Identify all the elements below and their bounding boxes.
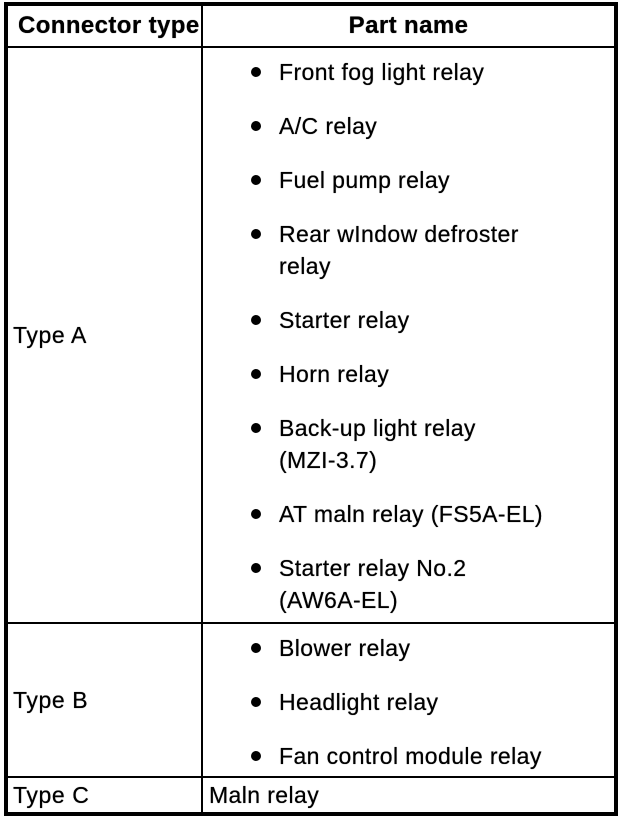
- part-name-text: Maln relay: [209, 782, 320, 808]
- bullet-icon: [251, 121, 261, 131]
- column-header-connector-type: Connector type: [5, 3, 203, 48]
- connector-parts-table: Connector type Part name Type A Front fog…: [4, 2, 618, 816]
- part-name-text: Fan control module relay: [279, 743, 542, 769]
- connector-type-cell: Type A: [5, 46, 203, 624]
- list-item: Maln relay: [203, 779, 614, 811]
- part-name-text: Blower relay: [279, 635, 411, 661]
- list-item: Starter relay: [203, 304, 610, 336]
- bullet-icon: [251, 67, 261, 77]
- table-header-row: Connector type Part name: [5, 3, 617, 48]
- bullet-icon: [251, 643, 261, 653]
- part-name-text: Back-up light relay (MZI-3.7): [279, 415, 476, 473]
- list-item: Front fog light relay: [203, 56, 610, 88]
- list-item: Horn relay: [203, 358, 610, 390]
- bullet-icon: [251, 751, 261, 761]
- list-item: Fan control module relay: [203, 740, 610, 772]
- table-row: Type C Maln relay: [5, 776, 617, 815]
- bullet-icon: [251, 423, 261, 433]
- part-name-text: Rear wIndow defroster relay: [279, 221, 519, 279]
- list-item: AT maln relay (FS5A-EL): [203, 498, 610, 530]
- list-item: Headlight relay: [203, 686, 610, 718]
- connector-type-label: Type C: [13, 781, 90, 808]
- bullet-icon: [251, 175, 261, 185]
- bullet-icon: [251, 563, 261, 573]
- bullet-icon: [251, 369, 261, 379]
- list-item: Back-up light relay (MZI-3.7): [203, 412, 610, 476]
- bullet-icon: [251, 509, 261, 519]
- part-name-text: Front fog light relay: [279, 59, 485, 85]
- connector-type-label: Type B: [13, 686, 89, 713]
- connector-type-label: Type A: [13, 321, 87, 348]
- part-name-text: Headlight relay: [279, 689, 439, 715]
- connector-type-cell: Type C: [5, 776, 203, 815]
- part-name-text: A/C relay: [279, 113, 378, 139]
- bullet-icon: [251, 697, 261, 707]
- part-name-text: AT maln relay (FS5A-EL): [279, 501, 543, 527]
- part-name-text: Horn relay: [279, 361, 390, 387]
- list-item: Starter relay No.2 (AW6A-EL): [203, 552, 610, 616]
- part-name-text: Starter relay No.2 (AW6A-EL): [279, 555, 467, 613]
- bullet-icon: [251, 229, 261, 239]
- list-item: Blower relay: [203, 632, 610, 664]
- part-name-text: Starter relay: [279, 307, 410, 333]
- part-name-text: Fuel pump relay: [279, 167, 450, 193]
- column-header-part-name: Part name: [201, 3, 617, 48]
- list-item: A/C relay: [203, 110, 610, 142]
- part-name-cell: Maln relay: [201, 776, 617, 815]
- bullet-icon: [251, 315, 261, 325]
- list-item: Fuel pump relay: [203, 164, 610, 196]
- connector-type-cell: Type B: [5, 622, 203, 778]
- list-item: Rear wIndow defroster relay: [203, 218, 610, 282]
